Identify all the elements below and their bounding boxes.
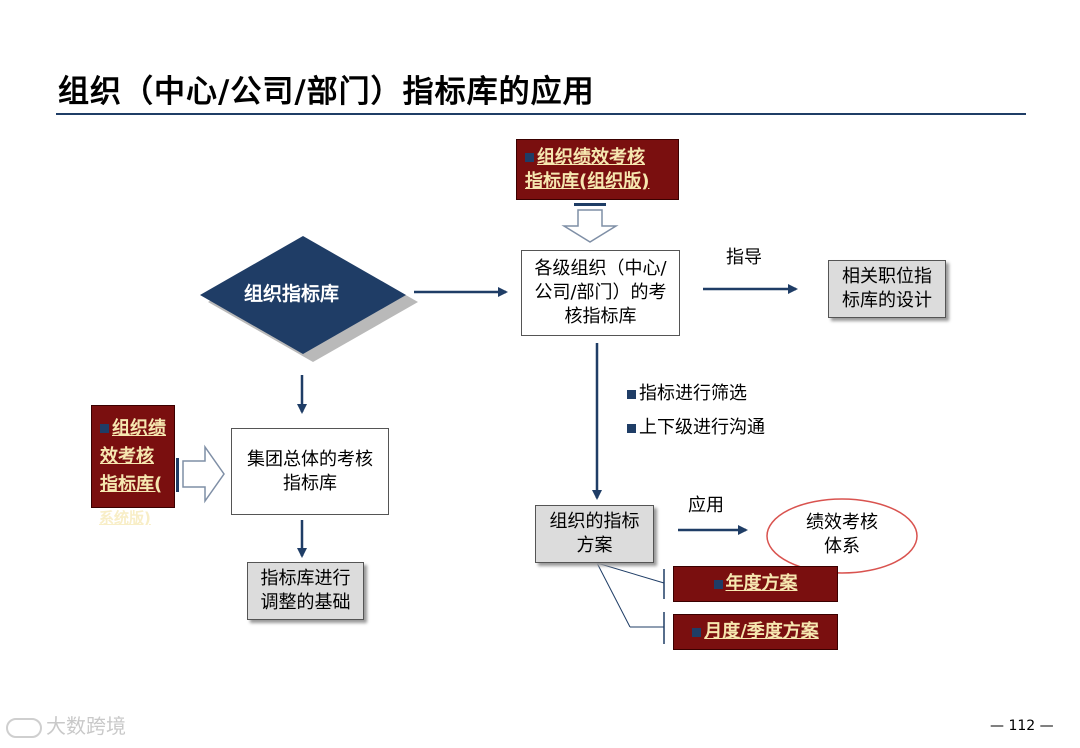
bullet-icon — [525, 153, 534, 162]
bullet-icon — [627, 423, 636, 433]
adjust-line2: 调整的基础 — [260, 592, 351, 613]
ellipse-line2: 体系 — [824, 536, 860, 557]
plan-box: 组织的指标 方案 — [535, 505, 654, 563]
filter-item-2: 上下级进行沟通 — [627, 416, 765, 440]
filter-text-2: 上下级进行沟通 — [639, 417, 765, 438]
right-line1: 相关职位指 — [842, 266, 932, 287]
adjust-box: 指标库进行 调整的基础 — [247, 562, 364, 620]
group-line2: 指标库 — [283, 472, 337, 494]
filter-text-1: 指标进行筛选 — [639, 383, 747, 404]
right-line2: 标库的设计 — [842, 290, 932, 311]
monthly-plan-box: 月度/季度方案 — [673, 614, 838, 650]
watermark: 大数跨境 — [6, 714, 126, 738]
annual-plan-label: 年度方案 — [725, 573, 798, 594]
page-number: — 112 — — [990, 718, 1054, 734]
monthly-plan-label: 月度/季度方案 — [704, 621, 819, 642]
center-line3: 核指标库 — [564, 306, 637, 327]
top-red-line1: 组织绩效考核 — [537, 146, 645, 168]
bullet-icon — [692, 627, 702, 637]
center-box: 各级组织（中心/ 公司/部门）的考 核指标库 — [521, 250, 680, 336]
watermark-text: 大数跨境 — [46, 714, 126, 738]
diamond-label: 组织指标库 — [244, 283, 340, 305]
ellipse-line1: 绩效考核 — [806, 512, 878, 533]
hollow-arrow-right — [176, 444, 225, 504]
hollow-arrow-down — [561, 203, 619, 243]
diamond-shape — [200, 236, 406, 354]
center-line2: 公司/部门）的考 — [534, 282, 667, 303]
watermark-logo-icon — [6, 717, 42, 738]
right-box: 相关职位指 标库的设计 — [828, 260, 946, 318]
bullet-icon — [713, 579, 723, 589]
ellipse-shape — [766, 498, 918, 574]
guide-label: 指导 — [726, 247, 762, 268]
top-red-box: 组织绩效考核 指标库(组织版) — [516, 139, 679, 200]
title-divider — [56, 113, 1026, 115]
connector-plan-annual — [596, 562, 665, 584]
left-red-line1: 组织绩 — [112, 417, 166, 439]
top-red-line2: 指标库(组织版) — [525, 170, 650, 192]
group-line1: 集团总体的考核 — [247, 448, 373, 470]
plan-line1: 组织的指标 — [549, 511, 640, 532]
group-box: 集团总体的考核 指标库 — [231, 428, 389, 515]
left-red-line3: 指标库( — [100, 473, 163, 495]
connector-plan-monthly — [596, 562, 631, 628]
ellipse-text: 绩效考核 体系 — [778, 506, 906, 564]
apply-label: 应用 — [688, 495, 724, 516]
bullet-icon — [100, 424, 109, 433]
bullet-icon — [627, 389, 636, 399]
adjust-line1: 指标库进行 — [260, 568, 351, 589]
left-red-line2: 效考核 — [100, 445, 154, 467]
filter-item-1: 指标进行筛选 — [627, 382, 747, 406]
left-red-box: 组织绩 效考核 指标库( — [91, 405, 175, 508]
plan-line2: 方案 — [576, 535, 613, 556]
annual-plan-box: 年度方案 — [673, 566, 838, 602]
center-line1: 各级组织（中心/ — [534, 258, 667, 279]
left-red-line4: 系统版) — [99, 509, 151, 527]
page-title: 组织（中心/公司/部门）指标库的应用 — [58, 74, 595, 110]
